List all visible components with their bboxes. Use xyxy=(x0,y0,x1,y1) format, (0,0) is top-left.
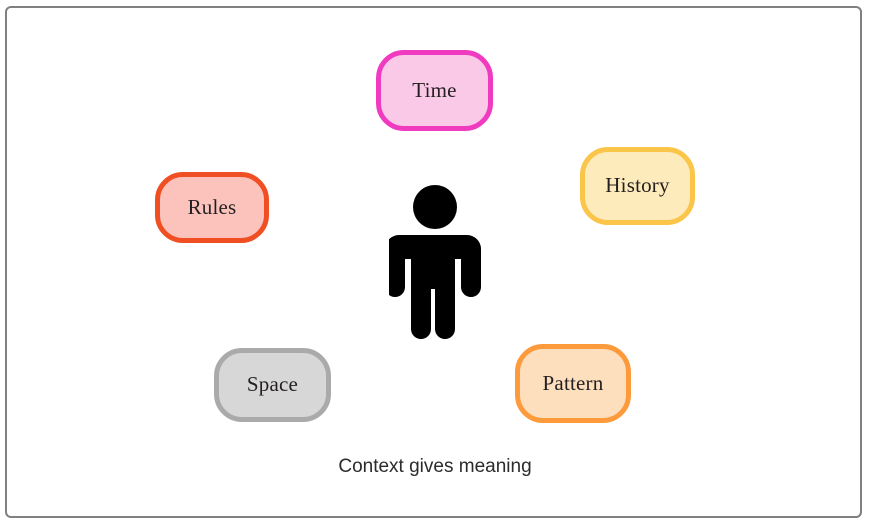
concept-node-pattern[interactable]: Pattern xyxy=(515,344,631,423)
diagram-caption: Context gives meaning xyxy=(338,456,532,477)
concept-node-space-label: Space xyxy=(246,372,299,396)
person-pictogram-icon xyxy=(389,185,481,343)
concept-node-rules-label: Rules xyxy=(187,194,237,219)
concept-node-history[interactable]: History xyxy=(580,147,695,225)
concept-node-history-label: History xyxy=(605,173,670,197)
concept-node-space[interactable]: Space xyxy=(214,348,331,422)
concept-node-pattern-label: Pattern xyxy=(542,370,604,395)
concept-node-time-label: Time xyxy=(412,77,457,102)
concept-node-rules[interactable]: Rules xyxy=(155,172,269,243)
concept-node-time[interactable]: Time xyxy=(376,50,493,131)
